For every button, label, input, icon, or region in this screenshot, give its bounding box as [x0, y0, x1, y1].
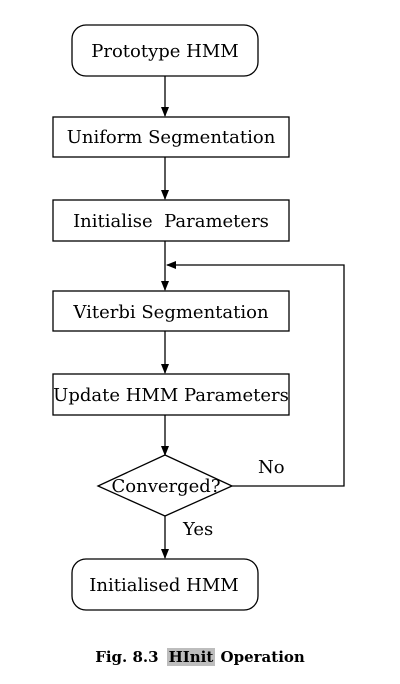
node-prototype-hmm-label: Prototype HMM [91, 41, 238, 62]
node-uniform-segmentation-label: Uniform Segmentation [67, 127, 276, 148]
caption-tool-name: HInit [166, 648, 216, 666]
node-converged-decision: Converged? [96, 454, 234, 517]
caption-figure-number: Fig. 8.3 [95, 648, 159, 666]
node-converged-label: Converged? [112, 476, 221, 497]
edge-no-label: No [258, 457, 285, 478]
edge-yes-label: Yes [182, 519, 213, 540]
node-update-hmm-parameters: Update HMM Parameters [52, 373, 290, 416]
node-uniform-segmentation: Uniform Segmentation [52, 116, 290, 158]
node-viterbi-segmentation: Viterbi Segmentation [52, 290, 290, 332]
flowchart: Prototype HMM Uniform Segmentation Initi… [52, 24, 345, 611]
node-initialise-parameters: Initialise Parameters [52, 199, 290, 242]
node-viterbi-segmentation-label: Viterbi Segmentation [72, 302, 269, 323]
node-initialised-hmm: Initialised HMM [71, 558, 259, 611]
figure-caption: Fig. 8.3 HInit Operation [0, 648, 400, 666]
edge-no-feedback-loop [166, 261, 345, 487]
node-prototype-hmm: Prototype HMM [71, 24, 259, 77]
caption-operation: Operation [220, 648, 305, 666]
node-initialise-parameters-label: Initialise Parameters [73, 211, 269, 232]
node-initialised-hmm-label: Initialised HMM [89, 575, 238, 596]
node-update-hmm-parameters-label: Update HMM Parameters [53, 385, 289, 406]
